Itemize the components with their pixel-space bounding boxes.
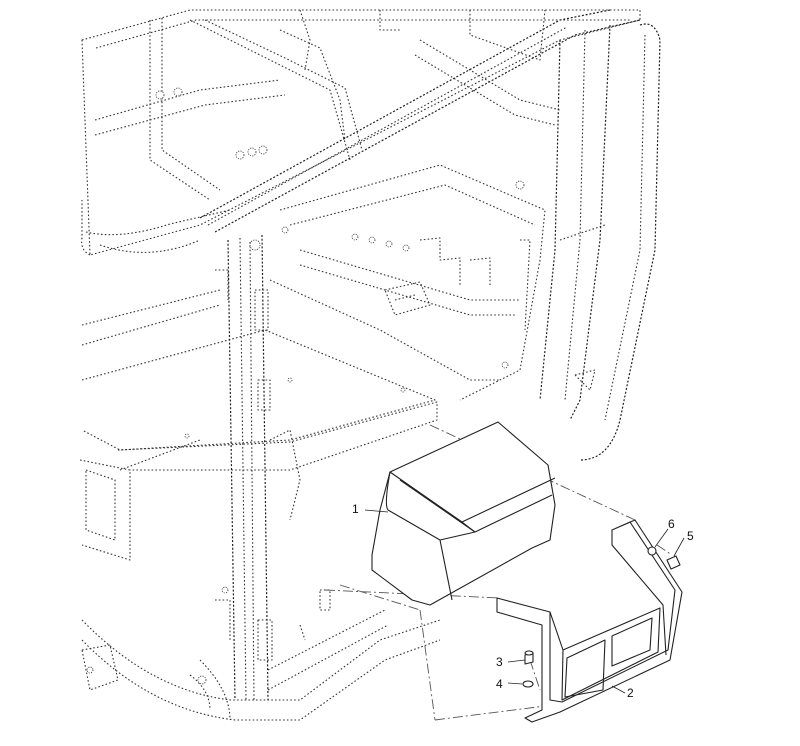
callout-leaders <box>364 509 685 694</box>
callout-2-label: 2 <box>627 686 634 700</box>
callout-6-label: 6 <box>668 517 675 531</box>
hardware <box>522 546 681 688</box>
cab-frame <box>79 9 661 721</box>
part-2-bracket <box>496 519 683 723</box>
callout-5-label: 5 <box>687 529 694 543</box>
callout-4-label: 4 <box>496 677 503 691</box>
callout-1-label: 1 <box>352 502 359 516</box>
part-1-cover <box>371 421 556 606</box>
callout-3-label: 3 <box>496 655 503 669</box>
callout-labels: 1 2 3 4 5 6 <box>352 502 694 700</box>
